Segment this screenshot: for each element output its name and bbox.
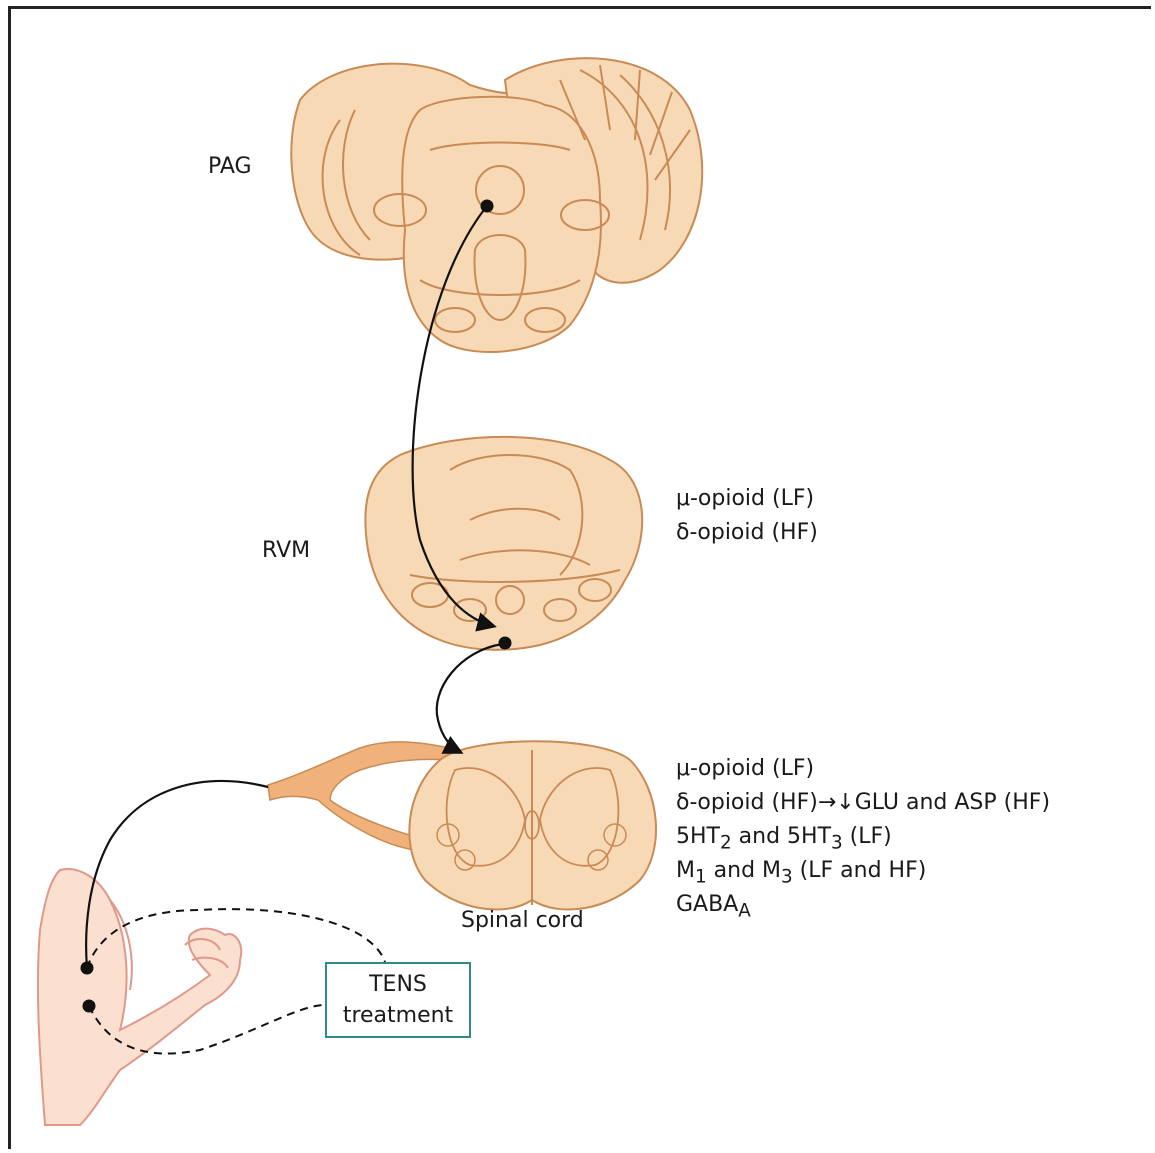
rvm-to-spinal-arrow	[437, 644, 503, 752]
rvm-neuron-dot	[499, 637, 512, 650]
rvm-receptor-delta: δ-opioid (HF)	[676, 516, 818, 550]
tens-label-line2: treatment	[327, 1000, 469, 1031]
tens-label-line1: TENS	[327, 969, 469, 1000]
midbrain-section	[291, 58, 702, 352]
spinal-receptor-gaba: GABAA	[676, 888, 1050, 922]
spinal-receptor-list: μ-opioid (LF) δ-opioid (HF)→↓GLU and ASP…	[676, 752, 1050, 922]
spinal-cord-label: Spinal cord	[461, 908, 584, 934]
tens-treatment-box: TENS treatment	[325, 962, 471, 1038]
spinal-receptor-5ht: 5HT2 and 5HT3 (LF)	[676, 820, 1050, 854]
upper-electrode-dot	[81, 962, 94, 975]
spinal-receptor-delta: δ-opioid (HF)→↓GLU and ASP (HF)	[676, 786, 1050, 820]
lower-electrode-dot	[83, 1000, 96, 1013]
spinal-receptor-mu: μ-opioid (LF)	[676, 752, 1050, 786]
pag-label: PAG	[208, 154, 252, 180]
spinal-receptor-muscarinic: M1 and M3 (LF and HF)	[676, 854, 1050, 888]
medulla-section	[365, 437, 642, 650]
rvm-label: RVM	[262, 538, 310, 564]
rvm-receptor-list: μ-opioid (LF) δ-opioid (HF)	[676, 482, 818, 550]
spinal-cord-section	[268, 741, 656, 909]
rvm-receptor-mu: μ-opioid (LF)	[676, 482, 818, 516]
arm-illustration	[38, 869, 241, 1125]
pag-neuron-dot	[481, 200, 494, 213]
